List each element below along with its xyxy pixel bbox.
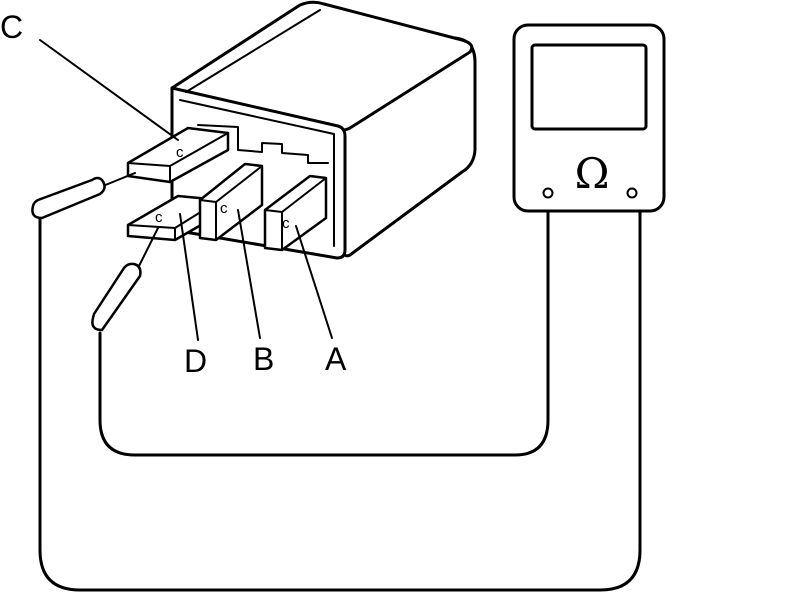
terminal-b: c [198,162,264,242]
terminal-c-blade-top [127,132,229,167]
label-d: D [184,343,207,379]
terminal-a-blade [263,174,328,252]
label-a: A [325,341,347,377]
test-probes [31,172,159,332]
relay-top-edge [185,9,321,93]
probe-d-body [91,262,142,332]
lead-wire-outer [38,203,642,592]
label-b: B [253,341,274,377]
probe-c-tip [102,172,136,187]
relay-socket-outline [197,124,329,164]
leader-d [179,213,199,341]
terminal-labels: C D B A [0,9,347,379]
label-c: C [0,9,23,45]
leader-c [39,39,179,141]
probe-d-tip [137,227,159,269]
leader-lines [39,39,333,341]
ohmmeter: Ω [512,23,666,213]
meter-display [530,43,648,131]
meter-jack-right [626,187,638,199]
probe-d [91,227,159,332]
terminal-b-mark: c [220,200,228,217]
ohm-symbol: Ω [575,149,610,198]
probe-c-body [31,176,106,220]
leader-b [237,209,261,339]
terminal-b-blade-top [199,165,263,203]
probe-c [31,172,136,220]
terminal-a-mark: c [282,215,290,232]
terminal-a: c [263,174,328,252]
leader-a [295,225,333,339]
meter-jack-left [542,187,554,199]
terminals: c c c c [126,126,328,252]
terminal-a-blade-top [264,177,327,213]
test-leads [38,203,642,592]
terminal-d-mark: c [155,209,163,226]
relay-front-inner-edge [179,99,335,247]
lead-wire-inner [98,203,550,457]
terminal-c-mark: c [176,144,184,161]
